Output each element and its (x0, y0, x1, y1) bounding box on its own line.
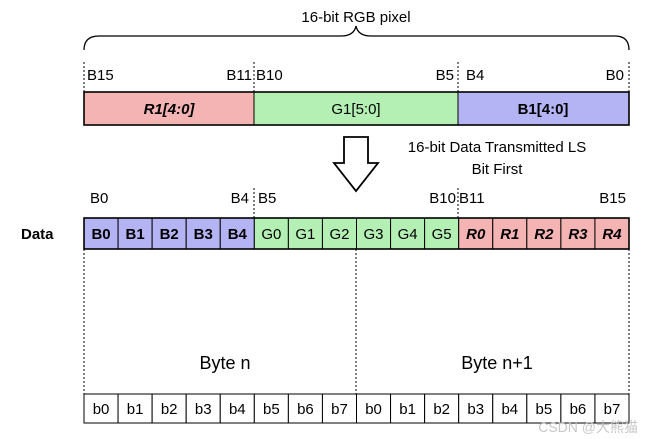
data-cell-label: B1 (126, 226, 145, 243)
data-label-b4: B4 (231, 190, 249, 207)
top-label-b4: B4 (466, 67, 484, 84)
byte-bit-label: b7 (331, 401, 348, 418)
byte-bit-cell (492, 393, 528, 424)
top-label-b15: B15 (87, 67, 114, 84)
byte-bit-label: b3 (467, 401, 484, 418)
data-cell-label: B4 (228, 226, 248, 243)
data-label-b10: B10 (429, 190, 456, 207)
data-label-b11: B11 (459, 190, 485, 207)
byte-bit-label: b4 (229, 401, 246, 418)
byte-bit-label: b6 (570, 401, 587, 418)
byte-bit-label: b1 (127, 401, 144, 418)
field-red (84, 92, 254, 125)
byte-bit-cell (526, 393, 562, 424)
pixel-brace (83, 25, 630, 51)
data-label-b15: B15 (599, 190, 626, 207)
byte-bit-cell (594, 393, 630, 424)
data-row-label: Data (21, 226, 54, 243)
data-cell-label: R4 (602, 226, 622, 243)
data-cells: B0 B1 B2 B3 B4 G0 G1 G2 G3 G4 G5 R0 R1 R2 R3 R4 (83, 217, 630, 250)
byte-bit-cell (321, 393, 357, 424)
data-cell-label: B2 (160, 226, 179, 243)
transmit-note-line1: 16-bit Data Transmitted LS (408, 139, 586, 156)
data-cell-label: G5 (432, 226, 452, 243)
data-cell-label: G3 (364, 226, 384, 243)
data-cell-label: R1 (500, 226, 519, 243)
byte-bit-cell (185, 393, 221, 424)
byte-bit-label: b5 (263, 401, 280, 418)
byte-bit-label: b2 (433, 401, 450, 418)
field-red-label: R1[4:0] (144, 101, 196, 118)
field-bar-border (83, 91, 630, 126)
byte-bit-cell (424, 393, 460, 424)
data-cell-label: R0 (466, 226, 486, 243)
data-cell-label: G2 (329, 226, 349, 243)
byte-n-label: Byte n (199, 353, 250, 373)
data-cell-g3 (356, 217, 392, 250)
byte-bit-cell (151, 393, 187, 424)
down-arrow-icon (332, 136, 380, 193)
data-cell-label: G1 (295, 226, 315, 243)
diagram-title: 16-bit RGB pixel (301, 9, 410, 26)
byte-bit-cell (458, 393, 494, 424)
watermark: CSDN @大熊猫 (538, 419, 638, 435)
data-cell-label: B0 (91, 226, 110, 243)
data-cell-r3 (560, 217, 596, 250)
data-cell-label: R3 (568, 226, 588, 243)
data-cell-g0 (253, 217, 289, 250)
data-cell-label: G0 (261, 226, 281, 243)
byte-bit-cell (356, 393, 392, 424)
byte-bit-label: b3 (195, 401, 212, 418)
byte-bit-cell (390, 393, 426, 424)
data-cell-label: B3 (194, 226, 213, 243)
top-label-b5: B5 (436, 67, 454, 84)
byte-bit-label: b7 (604, 401, 621, 418)
byte-bit-label: b6 (297, 401, 314, 418)
field-green (254, 92, 458, 125)
field-blue (458, 92, 629, 125)
top-label-b0: B0 (606, 67, 624, 84)
byte-bit-label: b2 (161, 401, 178, 418)
data-cell-r4 (594, 217, 630, 250)
byte-bit-label: b1 (399, 401, 416, 418)
data-cell-label: G4 (398, 226, 418, 243)
field-green-label: G1[5:0] (331, 101, 380, 118)
byte-bit-cell (117, 393, 153, 424)
top-label-b11: B11 (226, 67, 252, 84)
byte-bit-label: b5 (536, 401, 553, 418)
transmit-note-line2: Bit First (472, 161, 524, 178)
byte-bit-cell (219, 393, 255, 424)
data-label-b5: B5 (258, 190, 276, 207)
field-blue-label: B1[4:0] (518, 101, 569, 118)
byte-bit-label: b4 (501, 401, 518, 418)
top-label-b10: B10 (256, 67, 283, 84)
data-cell-label: R2 (534, 226, 554, 243)
byte-bit-label: b0 (365, 401, 382, 418)
byte-n1-label: Byte n+1 (461, 353, 533, 373)
data-label-b0: B0 (90, 190, 108, 207)
byte-bit-cells: b0 b1 b2 b3 b4 b5 b6 b7 b0 b1 b2 b3 b4 b5 b6 b7 (83, 393, 630, 424)
byte-bit-label: b0 (93, 401, 110, 418)
